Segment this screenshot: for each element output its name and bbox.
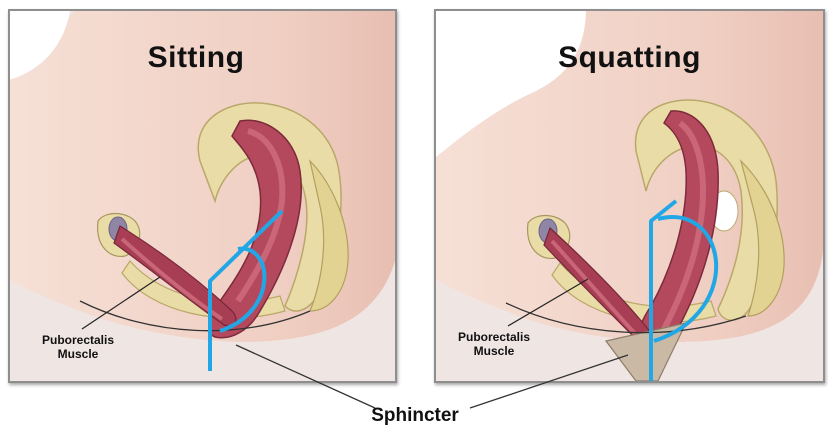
sphincter-label: Sphincter bbox=[340, 405, 490, 427]
sphincter-leader-left bbox=[236, 345, 375, 408]
sphincter-leader-right bbox=[470, 355, 628, 408]
